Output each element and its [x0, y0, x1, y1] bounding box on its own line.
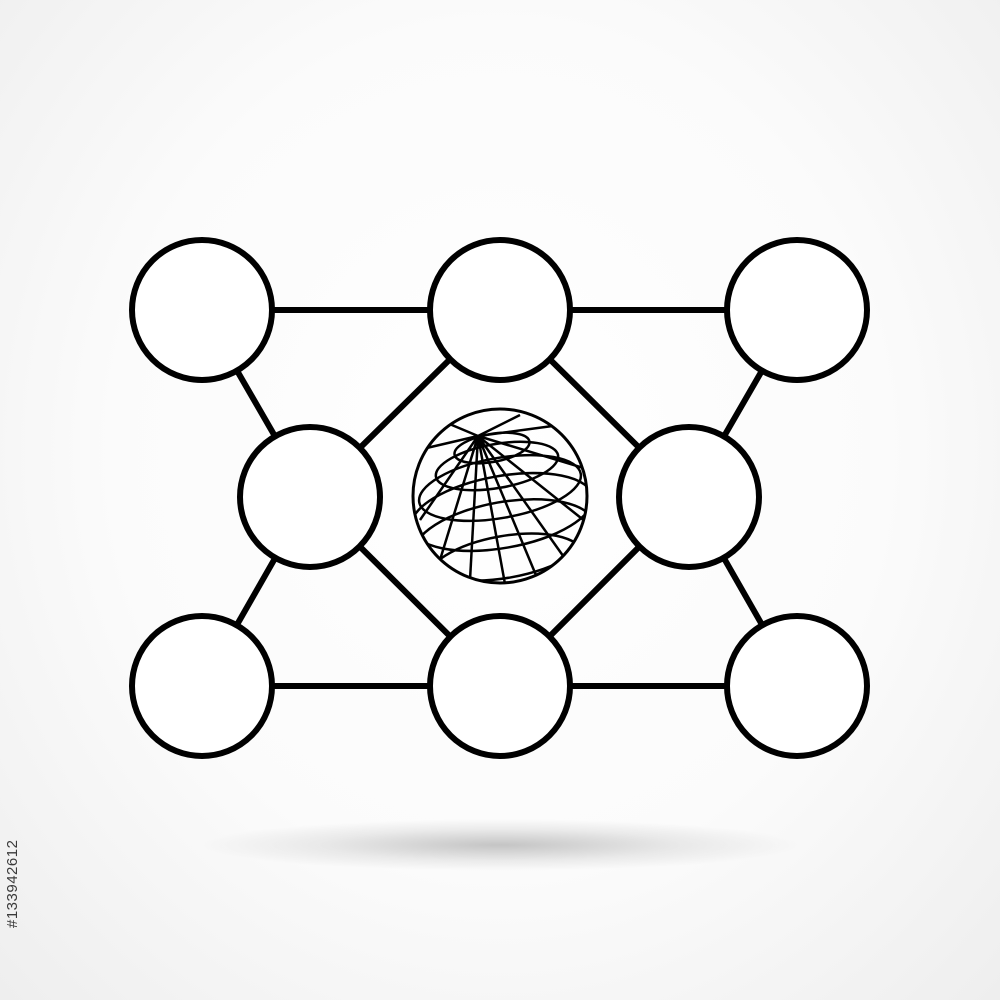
node-middle-right [616, 424, 762, 570]
node-bottom-right [724, 613, 870, 759]
stock-id-text: #133942612 [4, 839, 21, 928]
node-middle-left [237, 424, 383, 570]
node-bottom-left [129, 613, 275, 759]
node-bottom-center [427, 613, 573, 759]
node-top-center [427, 237, 573, 383]
node-top-right [724, 237, 870, 383]
node-top-left [129, 237, 275, 383]
drop-shadow [200, 819, 800, 871]
globe-icon [411, 407, 589, 585]
node-circles [129, 237, 870, 759]
